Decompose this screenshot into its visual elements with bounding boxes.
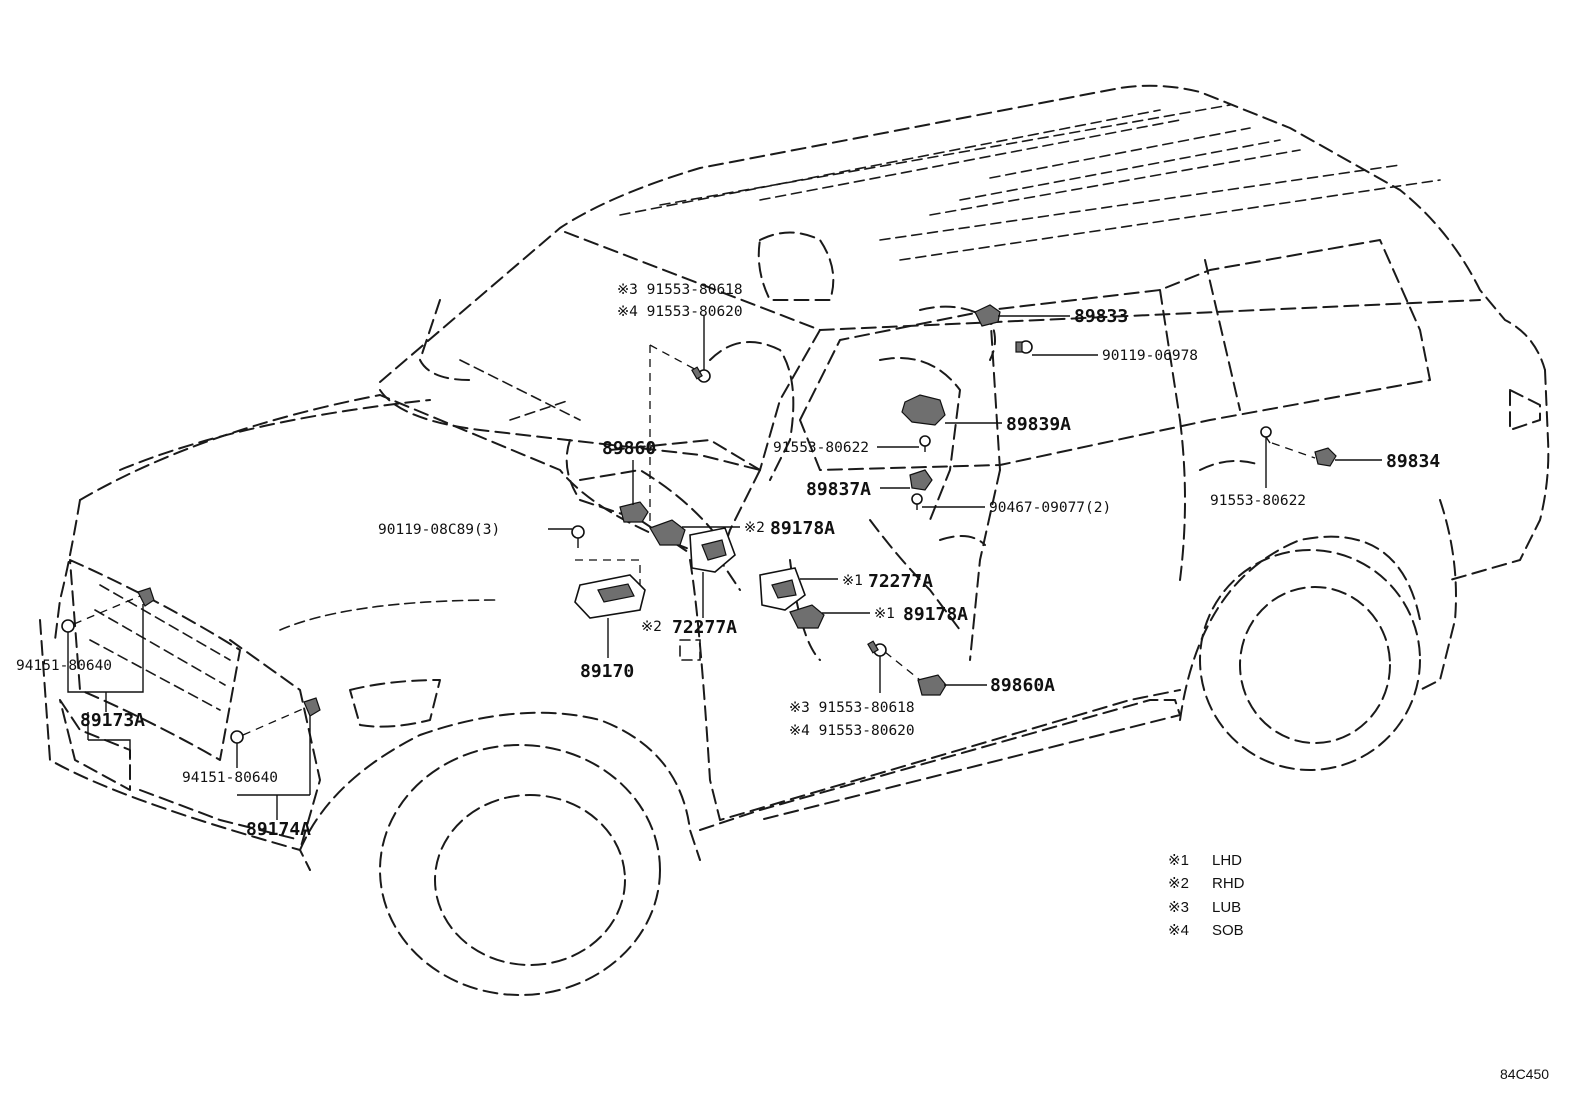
sensor-89860A — [917, 674, 947, 696]
label-89170: 89170 — [580, 661, 634, 682]
label-72277A-lhd: 72277A — [868, 571, 933, 592]
bolt-90119-08C89 — [571, 525, 585, 548]
label-89839A: 89839A — [1006, 414, 1071, 435]
sensor-89860 — [619, 501, 649, 523]
part-labels: ※3 91553-80618 ※4 91553-80620 89833 9011… — [16, 282, 1440, 840]
ecu-89170 — [574, 559, 646, 619]
vehicle-outline — [39, 84, 1550, 996]
legend-text-2: RHD — [1212, 875, 1245, 892]
sensor-89173A — [61, 587, 155, 633]
label-rhd-mark-72277A: ※2 — [641, 619, 662, 635]
sensor-89174A — [230, 697, 321, 744]
label-91553-80620-upper: ※4 91553-80620 — [617, 304, 743, 320]
sensor-89178A-rhd — [649, 519, 686, 546]
label-91553-80618-upper: ※3 91553-80618 — [617, 282, 743, 298]
label-90467-09077: 90467-09077(2) — [989, 500, 1111, 516]
module-89839A — [901, 394, 946, 426]
label-90119-08C89: 90119-08C89(3) — [378, 522, 500, 538]
sensor-89834 — [1314, 447, 1337, 467]
label-89174A: 89174A — [246, 819, 311, 840]
label-91553-80620-lower: ※4 91553-80620 — [789, 723, 915, 739]
legend-mark-4: ※4 — [1168, 922, 1189, 939]
bolt-91553-80618-upper — [691, 366, 711, 383]
legend-mark-3: ※3 — [1168, 899, 1189, 916]
label-91553-80622-center: 91553-80622 — [773, 440, 869, 456]
bolt-90119-06978 — [1015, 340, 1033, 354]
sensor-89837A — [909, 469, 933, 491]
leader-lines — [67, 315, 1382, 820]
legend-mark-2: ※2 — [1168, 875, 1189, 892]
label-89173A: 89173A — [80, 710, 145, 731]
label-89837A: 89837A — [806, 479, 871, 500]
label-89178A-rhd: 89178A — [770, 518, 835, 539]
sensor-89178A-lhd — [789, 604, 825, 629]
bolt-91553-80622-center — [919, 435, 931, 452]
label-lhd-mark-89178A: ※1 — [874, 606, 895, 622]
label-rhd-mark-89178A: ※2 — [744, 520, 765, 536]
label-89860: 89860 — [602, 438, 656, 459]
legend-text-4: SOB — [1212, 922, 1244, 939]
label-90119-06978: 90119-06978 — [1102, 348, 1198, 364]
clip-90467-09077 — [911, 493, 923, 510]
label-91553-80622-rear: 91553-80622 — [1210, 493, 1306, 509]
legend-mark-1: ※1 — [1168, 852, 1189, 869]
legend-text-1: LHD — [1212, 852, 1242, 869]
label-72277A-rhd: 72277A — [672, 617, 737, 638]
label-94151-80640-upper: 94151-80640 — [16, 658, 112, 674]
legend: ※1 LHD ※2 RHD ※3 LUB ※4 SOB — [1168, 852, 1245, 939]
bolt-91553-80618-lower — [867, 640, 887, 657]
label-89178A-lhd: 89178A — [903, 604, 968, 625]
legend-text-3: LUB — [1212, 899, 1241, 916]
parts — [61, 304, 1337, 744]
label-89834: 89834 — [1386, 451, 1440, 472]
diagram-code: 84C450 — [1500, 1066, 1549, 1082]
label-91553-80618-lower: ※3 91553-80618 — [789, 700, 915, 716]
label-89833: 89833 — [1074, 306, 1128, 327]
sensor-89833 — [974, 304, 1001, 327]
label-94151-80640-lower: 94151-80640 — [182, 770, 278, 786]
label-lhd-mark-72277A: ※1 — [842, 573, 863, 589]
label-89860A: 89860A — [990, 675, 1055, 696]
bolt-91553-80622-rear — [1260, 426, 1272, 444]
